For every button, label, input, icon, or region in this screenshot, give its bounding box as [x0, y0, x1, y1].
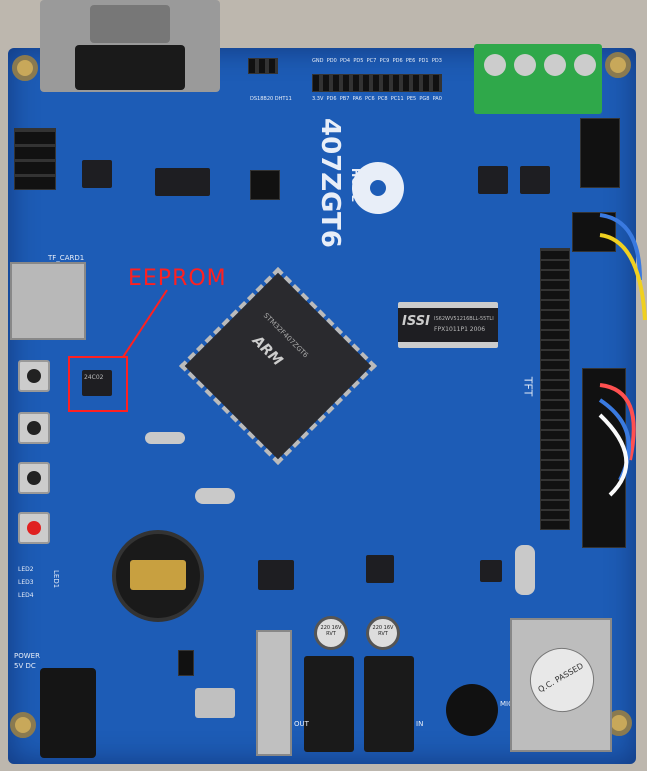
jack-label: OUT [294, 720, 309, 728]
ic-chip [82, 160, 112, 188]
mic-label: MIC [500, 700, 513, 708]
jumper-wires [598, 213, 647, 497]
mini-usb-port [195, 688, 235, 718]
led-label: LED4 [18, 592, 34, 599]
pin-label: PC8 [377, 96, 388, 102]
pin-header [580, 118, 620, 188]
crystal [515, 545, 535, 595]
sram-chip: ISSI IS62WV51216BLL-55TLI FPX1011P1 2006 [398, 302, 498, 348]
pin-label: PC11 [390, 96, 404, 102]
tf-card-label: TF_CARD1 [48, 254, 85, 262]
pin-label: 3.3V [312, 96, 324, 102]
led-labels: LED1 [52, 570, 60, 588]
led-label: LED2 [18, 566, 34, 573]
pin-label: PC6 [365, 96, 375, 102]
pin-label: PD1 [418, 58, 429, 64]
pin-label: PC9 [379, 58, 390, 64]
sram-brand: ISSI [402, 314, 430, 329]
screw-terminal [474, 44, 602, 114]
ic-chip [478, 166, 508, 194]
dc-power-jack [40, 668, 96, 758]
regulator [258, 560, 294, 590]
led-label: LED1 [52, 570, 60, 589]
header-bottom-labels: 3.3V PD6 PB7 PA6 PC6 PC8 PC11 PE5 PG8 PA… [312, 96, 442, 102]
pin-label: PD0 [326, 58, 337, 64]
brand-logo [352, 162, 404, 214]
annotation-arrow [122, 289, 168, 358]
ic-chip [480, 560, 502, 582]
microphone [446, 684, 498, 736]
capacitor-label: 220 16V RVT [320, 625, 342, 637]
sram-code: FPX1011P1 2006 [434, 326, 486, 333]
dc-label: 5V DC [14, 662, 36, 670]
pin-label: PE5 [406, 96, 417, 102]
pin-header [14, 128, 56, 190]
audio-jack-out [304, 656, 354, 752]
sensor-label: DS18B20 DHT11 [250, 96, 292, 102]
audio-jack-in [364, 656, 414, 752]
ic-chip [520, 166, 550, 194]
gpio-header-j4 [312, 74, 442, 92]
power-label: POWER [14, 652, 40, 660]
mcu-brand: ARM [249, 332, 286, 370]
pin-label: PD6 [326, 96, 337, 102]
header-top-labels: GND PD0 PD4 PD5 PC7 PC9 PD6 PE6 PD1 PD3 [312, 58, 442, 64]
key-button-2[interactable] [18, 412, 50, 444]
crystal [145, 432, 185, 444]
capacitor-label: 220 16V RVT [372, 625, 394, 637]
led-label: LED3 [18, 579, 34, 586]
jack-label: IN [416, 720, 424, 728]
ic-chip [155, 168, 210, 196]
pin-label: PG8 [419, 96, 430, 102]
jumper-header [250, 170, 280, 200]
ic-chip [366, 555, 394, 583]
pin-label: PB7 [339, 96, 350, 102]
eeprom-chip-label: 24C02 [84, 374, 104, 381]
ethernet-port: Q.C. PASSED [510, 618, 612, 752]
reset-button[interactable] [18, 512, 50, 544]
key-button-3[interactable] [18, 462, 50, 494]
pin-label: PD5 [353, 58, 364, 64]
eeprom-annotation-label: EEPROM [128, 266, 227, 291]
mounting-hole [12, 55, 38, 81]
tft-label: TFT [521, 376, 535, 397]
pin-label: PE6 [405, 58, 416, 64]
mounting-hole [605, 52, 631, 78]
led-list: LED2 LED3 LED4 [18, 566, 34, 599]
tft-header [540, 248, 570, 530]
sensor-header [248, 58, 278, 74]
pin-label: PD3 [431, 58, 442, 64]
coin-battery-holder [112, 530, 204, 622]
qc-sticker: Q.C. PASSED [518, 636, 606, 724]
tf-card-slot [10, 262, 86, 340]
eeprom-highlight-box: 24C02 [68, 356, 128, 412]
pin-label: PA6 [352, 96, 362, 102]
electrolytic-capacitor: 220 16V RVT [314, 616, 348, 650]
jumper [178, 650, 194, 676]
pin-label: GND [312, 58, 324, 64]
usb-a-port [256, 630, 292, 756]
pin-label: PA0 [432, 96, 442, 102]
pin-label: PC7 [366, 58, 377, 64]
db9-serial-connector [40, 0, 220, 92]
electrolytic-capacitor: 220 16V RVT [366, 616, 400, 650]
key-button-1[interactable] [18, 360, 50, 392]
pin-label: PD4 [340, 58, 351, 64]
mounting-hole [10, 712, 36, 738]
eeprom-chip: 24C02 [82, 370, 112, 396]
pin-label: PD6 [392, 58, 403, 64]
board-model-label: 407ZGT6 [315, 118, 345, 248]
qc-label: Q.C. PASSED [536, 661, 585, 695]
sram-part: IS62WV51216BLL-55TLI [434, 316, 494, 322]
crystal [195, 488, 235, 504]
